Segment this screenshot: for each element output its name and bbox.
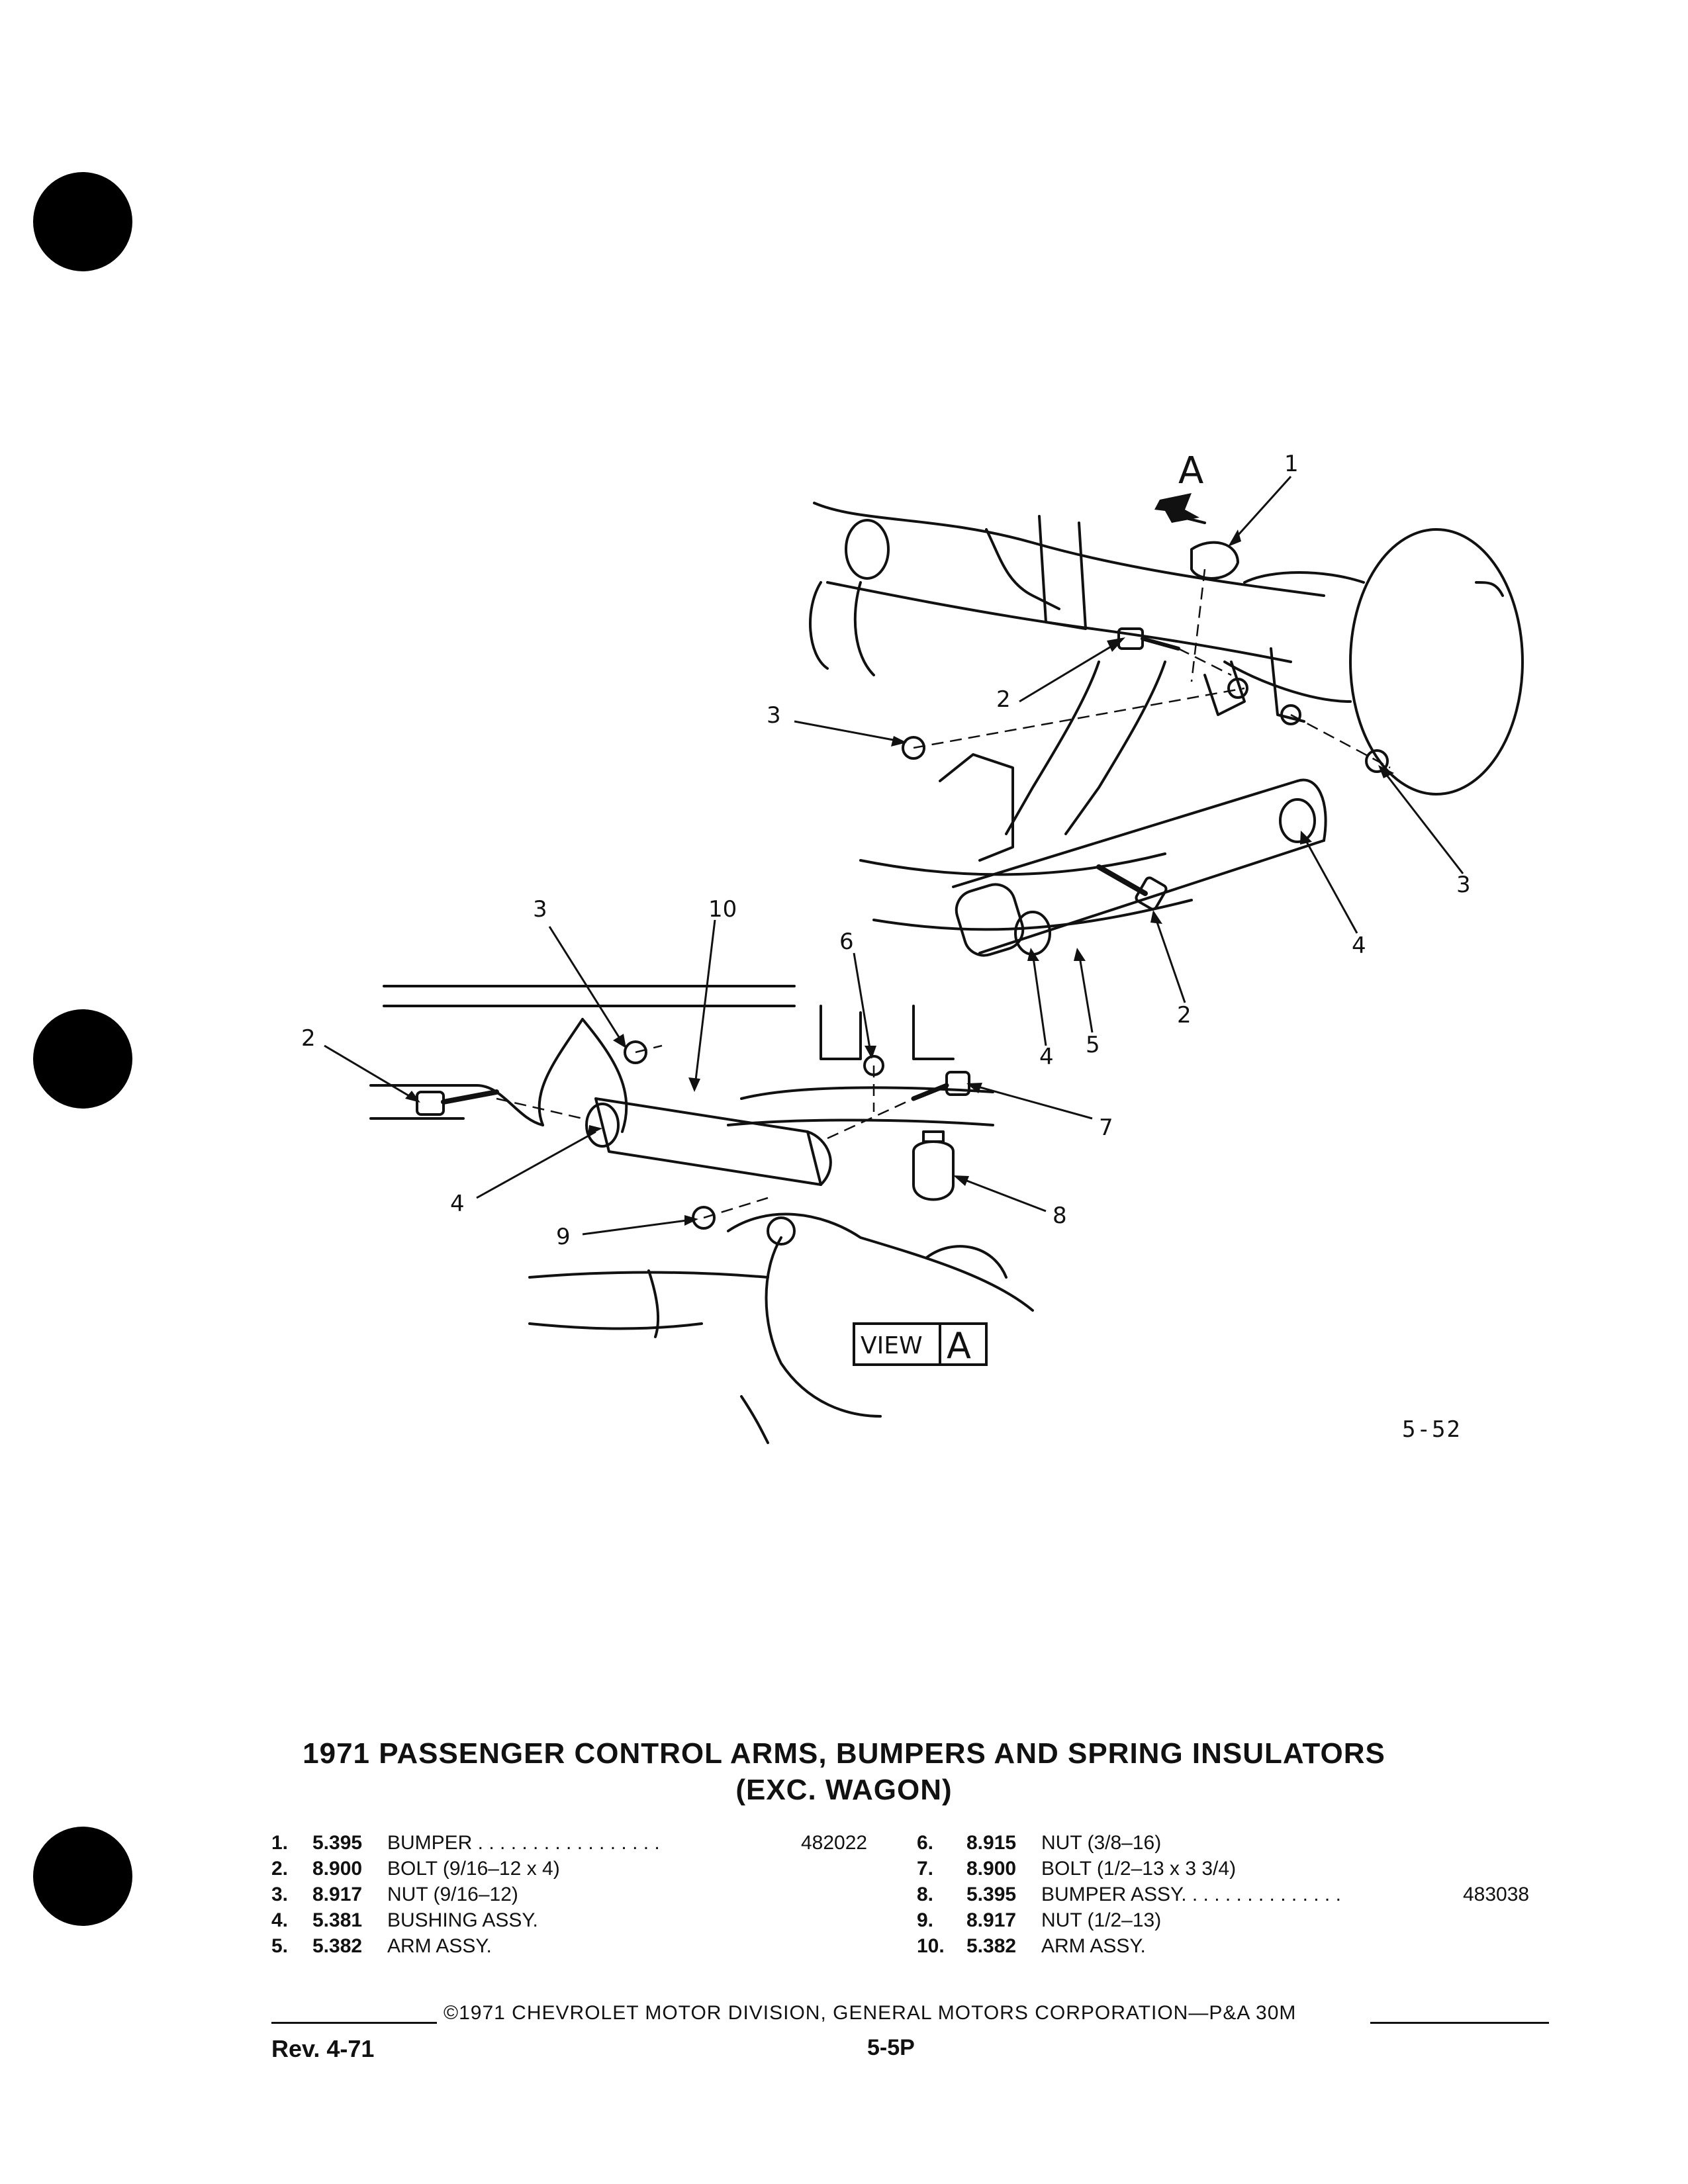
- brake-drum: [1349, 528, 1524, 796]
- callout-6: 6: [839, 929, 854, 955]
- view-a-label: VIEW A: [853, 1322, 988, 1367]
- group-number: 5.395: [312, 1832, 363, 1854]
- callout-3-upper-left: 3: [767, 702, 781, 729]
- callout-1: 1: [1284, 451, 1299, 477]
- part-number: 8.: [917, 1884, 934, 1905]
- group-number: 8.917: [966, 1909, 1017, 1931]
- part-description: BUSHING ASSY.: [387, 1909, 538, 1931]
- group-number: 8.900: [312, 1858, 363, 1880]
- part-description: NUT (1/2–13): [1041, 1909, 1162, 1931]
- part-description: NUT (9/16–12): [387, 1884, 518, 1905]
- group-number: 5.382: [312, 1935, 363, 1957]
- group-number: 5.382: [966, 1935, 1017, 1957]
- callout-2-upper-arm: 2: [1177, 1002, 1192, 1028]
- copyright-rule: [271, 2002, 1549, 2028]
- view-arrow-letter: A: [1178, 449, 1203, 492]
- exploded-view-illustration: 1 2 3 3 2 4 5 4 6 10 3 2 4 7 8 9 A VIEW …: [301, 449, 1524, 1444]
- revision-label: Rev. 4-71: [271, 2035, 375, 2062]
- callout-3-upper-right: 3: [1456, 872, 1471, 898]
- spring-insulator-upper: [845, 519, 890, 580]
- part-description: BOLT (9/16–12 x 4): [387, 1858, 560, 1880]
- callout-4-upper-right: 4: [1352, 933, 1366, 959]
- part-description: NUT (3/8–16): [1041, 1832, 1162, 1854]
- part-number: 1.: [271, 1832, 289, 1854]
- group-number: 5.395: [966, 1884, 1017, 1905]
- catalog-number: 482022: [801, 1832, 868, 1854]
- view-word: VIEW: [861, 1332, 923, 1359]
- page-subtitle: (EXC. WAGON): [735, 1774, 953, 1806]
- callout-2-upper: 2: [996, 686, 1011, 713]
- punch-hole-bottom: [33, 1827, 132, 1926]
- punch-hole-top: [33, 172, 132, 271]
- punch-hole-middle: [33, 1009, 132, 1109]
- part-number: 6.: [917, 1832, 934, 1854]
- callout-10: 10: [708, 896, 737, 923]
- part-number: 9.: [917, 1909, 934, 1931]
- part-number: 7.: [917, 1858, 934, 1880]
- part-description: BUMPER ASSY. . . . . . . . . . . . . . .: [1041, 1884, 1341, 1905]
- catalog-number: 483038: [1463, 1884, 1530, 1905]
- bushing-right: [1279, 798, 1316, 843]
- callout-3-lower: 3: [533, 896, 547, 923]
- part-description: BOLT (1/2–13 x 3 3/4): [1041, 1858, 1237, 1880]
- page-title: 1971 PASSENGER CONTROL ARMS, BUMPERS AND…: [303, 1737, 1385, 1770]
- group-number: 8.900: [966, 1858, 1017, 1880]
- callout-4-lower: 4: [450, 1191, 465, 1217]
- part-number: 3.: [271, 1884, 289, 1905]
- part-description: ARM ASSY.: [1041, 1935, 1146, 1957]
- callout-4-upper-left: 4: [1039, 1044, 1054, 1070]
- page-number: 5-5P: [867, 2035, 915, 2060]
- callout-2-lower: 2: [301, 1025, 316, 1052]
- figure-number: 5-52: [1402, 1416, 1462, 1443]
- part-description: BUMPER . . . . . . . . . . . . . . . . .: [387, 1832, 660, 1854]
- copyright-notice: ©1971 CHEVROLET MOTOR DIVISION, GENERAL …: [444, 2002, 1297, 2024]
- callout-5: 5: [1086, 1032, 1100, 1058]
- group-number: 5.381: [312, 1909, 363, 1931]
- callout-8: 8: [1053, 1203, 1067, 1229]
- group-number: 8.917: [312, 1884, 363, 1905]
- part-number: 2.: [271, 1858, 289, 1880]
- part-number: 10.: [917, 1935, 945, 1957]
- callout-9: 9: [556, 1224, 571, 1250]
- part-number: 5.: [271, 1935, 289, 1957]
- part-number: 4.: [271, 1909, 289, 1931]
- callout-7: 7: [1099, 1115, 1113, 1141]
- part-description: ARM ASSY.: [387, 1935, 492, 1957]
- group-number: 8.915: [966, 1832, 1017, 1854]
- view-letter: A: [947, 1325, 971, 1367]
